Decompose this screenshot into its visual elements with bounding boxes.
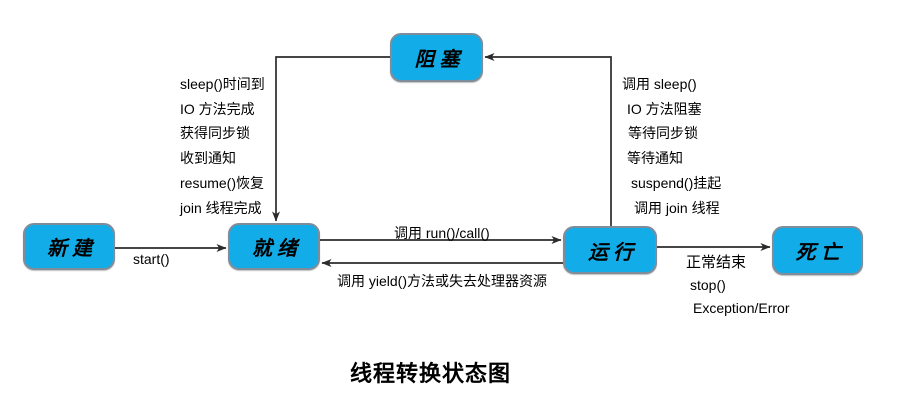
reason-item: IO 方法完成: [180, 100, 255, 117]
transition-label-run-call: 调用 run()/call(): [394, 225, 490, 241]
reason-item: 获得同步锁: [180, 125, 250, 142]
transition-label-yield: 调用 yield()方法或失去处理器资源: [337, 273, 548, 289]
state-node-blocked: 阻塞: [390, 33, 483, 82]
state-label-new: 新建: [47, 238, 97, 260]
state-label-running: 运行: [588, 241, 638, 264]
reason-item: sleep()时间到: [180, 76, 265, 92]
transition-label-exception: Exception/Error: [693, 300, 790, 316]
reason-item: 等待同步锁: [628, 125, 698, 142]
state-label-blocked: 阻塞: [414, 49, 465, 71]
state-label-dead: 死亡: [795, 242, 846, 264]
transition-label-normal-end: 正常结束: [686, 254, 747, 271]
state-node-dead: 死亡: [772, 226, 863, 275]
reason-item: 调用 sleep(): [622, 76, 697, 92]
state-node-new: 新建: [23, 223, 115, 270]
arrow-blocked-to-ready: [272, 56, 390, 222]
reason-item: 调用 join 线程: [634, 199, 720, 216]
running-to-blocked-reason-list: 调用 sleep() IO 方法阻塞 等待同步锁 等待通知 suspend()挂…: [622, 72, 721, 220]
reason-item: 等待通知: [627, 150, 683, 167]
state-node-ready: 就绪: [228, 223, 320, 270]
reason-item: IO 方法阻塞: [627, 100, 702, 117]
reason-item: 收到通知: [180, 150, 236, 167]
transition-label-start: start(): [133, 251, 170, 267]
reason-item: join 线程完成: [180, 199, 262, 216]
diagram-title: 线程转换状态图: [350, 361, 512, 386]
blocked-to-ready-reason-list: sleep()时间到 IO 方法完成 获得同步锁 收到通知 resume()恢复…: [180, 72, 265, 220]
arrow-running-to-blocked: [484, 53, 612, 226]
transition-label-stop: stop(): [690, 277, 726, 293]
state-label-ready: 就绪: [252, 238, 302, 260]
reason-item: resume()恢复: [180, 174, 265, 191]
state-node-running: 运行: [563, 226, 657, 274]
reason-item: suspend()挂起: [631, 174, 722, 191]
